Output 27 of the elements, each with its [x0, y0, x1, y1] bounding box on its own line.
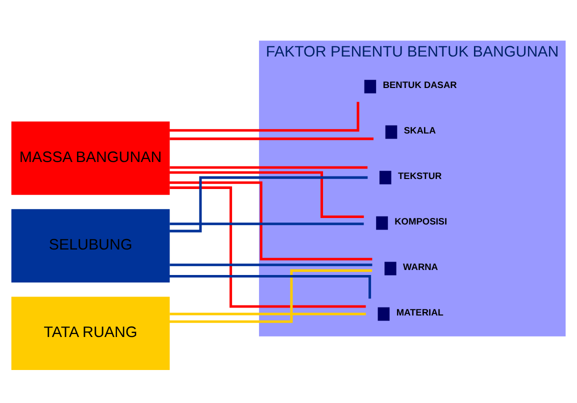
node-box: SELUBUNG — [11, 208, 170, 282]
node-label: BENTUK DASAR — [382, 80, 457, 90]
connector — [169, 268, 372, 322]
node-box — [385, 124, 398, 138]
node-box: TATA RUANG — [11, 296, 170, 370]
connector — [170, 263, 372, 266]
connector — [170, 186, 366, 308]
connector — [169, 101, 360, 132]
node-box: MASSA BANGUNAN — [11, 121, 170, 194]
node-label: SKALA — [404, 125, 436, 136]
connector — [169, 180, 372, 260]
connector — [169, 274, 372, 298]
node-box — [384, 261, 396, 275]
node-box — [376, 216, 388, 230]
connector — [170, 222, 364, 225]
connector — [170, 137, 374, 140]
node-box — [379, 170, 392, 184]
node-label: WARNA — [403, 262, 438, 272]
node-box — [378, 306, 390, 320]
connector — [170, 176, 368, 232]
node-box — [364, 79, 376, 93]
node-label: KOMPOSISI — [394, 216, 448, 226]
connector — [169, 170, 364, 218]
node-label: TEKSTUR — [398, 170, 442, 181]
connector — [170, 166, 368, 168]
connector — [170, 312, 366, 315]
node-label: MATERIAL — [396, 307, 444, 318]
